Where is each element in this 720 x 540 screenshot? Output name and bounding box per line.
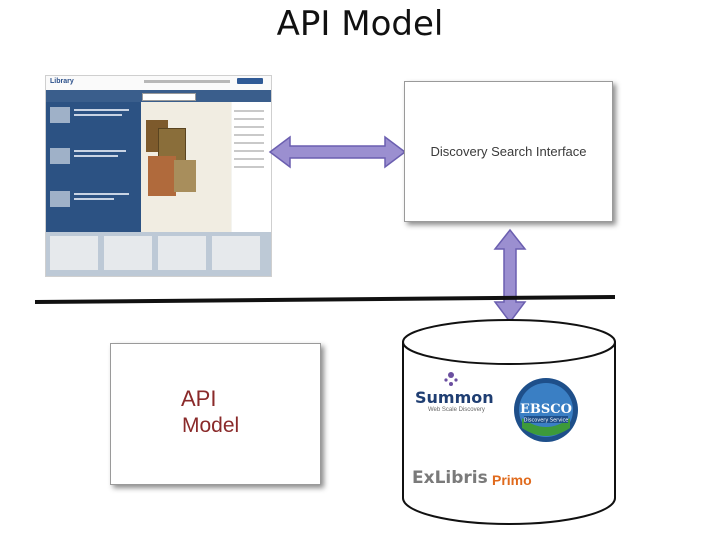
api-label: API [181, 386, 217, 411]
news-thumbnail [50, 107, 70, 123]
model-label: Model [182, 414, 240, 437]
vertical-double-arrow [493, 228, 527, 324]
database-cylinder [402, 319, 616, 525]
text-line [74, 150, 126, 152]
summon-tagline: Web Scale Discovery [428, 407, 485, 413]
book-cover-image [148, 156, 176, 196]
text-line [234, 166, 264, 168]
text-line [234, 126, 264, 128]
ebsco-logo: EBSCO Discovery Service [514, 378, 578, 442]
footer-column [212, 236, 260, 270]
text-line [234, 142, 264, 144]
library-search-input [142, 93, 196, 101]
text-line [234, 158, 264, 160]
text-line [234, 134, 264, 136]
discovery-search-interface-box: Discovery Search Interface [404, 81, 613, 222]
footer-column [158, 236, 206, 270]
exlibris-logo: ExLibris [412, 468, 488, 488]
summon-logo: Summon [415, 388, 494, 407]
text-line [74, 193, 129, 195]
text-line [74, 198, 114, 200]
text-line [234, 118, 264, 120]
text-line [234, 110, 264, 112]
library-website-screenshot: Library [45, 75, 272, 277]
primo-logo: Primo [492, 472, 532, 488]
news-thumbnail [50, 191, 70, 207]
library-nav-bar [144, 80, 230, 83]
ebsco-tagline: Discovery Service [524, 418, 569, 424]
discovery-label: Discovery Search Interface [430, 144, 587, 159]
text-line [74, 114, 122, 116]
footer-column [104, 236, 152, 270]
api-model-box: API Model [110, 343, 321, 485]
slide-title: API Model [276, 4, 444, 44]
summon-logo-icon [444, 372, 458, 386]
library-logo: Library [50, 78, 74, 85]
news-thumbnail [50, 148, 70, 164]
library-left-column [46, 102, 141, 232]
text-line [74, 155, 118, 157]
text-line [234, 150, 264, 152]
text-line [74, 109, 129, 111]
login-button [237, 78, 263, 84]
horizontal-double-arrow [268, 135, 407, 169]
divider-line [34, 295, 616, 304]
book-cover-image [174, 160, 196, 192]
ebsco-wordmark: EBSCO [520, 402, 572, 417]
footer-column [50, 236, 98, 270]
